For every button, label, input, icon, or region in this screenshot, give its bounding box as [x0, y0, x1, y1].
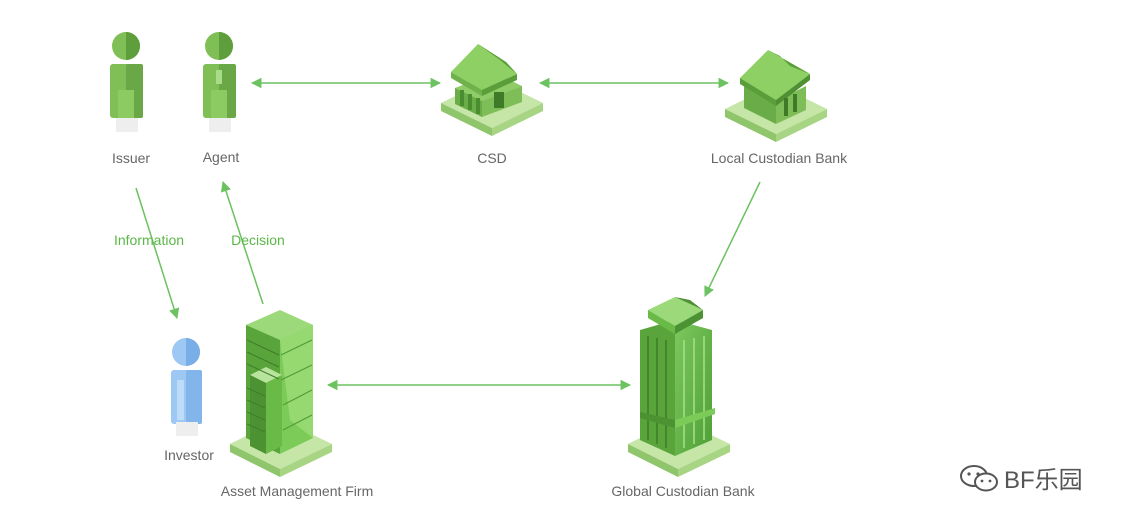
local-custodian-bank-label: Local Custodian Bank	[710, 150, 848, 166]
arrow-issuer-to-investor	[135, 187, 180, 320]
issuer-label: Issuer	[111, 150, 151, 166]
asset-management-firm-label: Asset Management Firm	[220, 483, 374, 499]
investor-person-icon	[171, 338, 202, 436]
csd-building-icon	[441, 44, 543, 136]
decision-edge-label: Decision	[231, 232, 285, 248]
watermark: BF乐园	[958, 460, 1083, 495]
global-custodian-bank-label: Global Custodian Bank	[611, 483, 755, 499]
local-custodian-bank-icon	[725, 50, 827, 142]
arrow-local-to-global-custodian	[704, 181, 761, 297]
wechat-icon	[960, 464, 998, 491]
global-custodian-bank-building-icon	[628, 297, 730, 477]
agent-label: Agent	[202, 149, 240, 165]
watermark-text: BF乐园	[1004, 467, 1083, 494]
asset-management-firm-building-icon	[230, 310, 332, 477]
information-edge-label: Information	[113, 232, 185, 248]
arrows	[135, 77, 761, 391]
issuer-person-icon	[110, 32, 143, 132]
agent-person-icon	[203, 32, 236, 132]
arrow-asset-mgmt-to-agent	[220, 181, 264, 305]
investor-label: Investor	[164, 447, 214, 463]
csd-label: CSD	[477, 150, 507, 166]
